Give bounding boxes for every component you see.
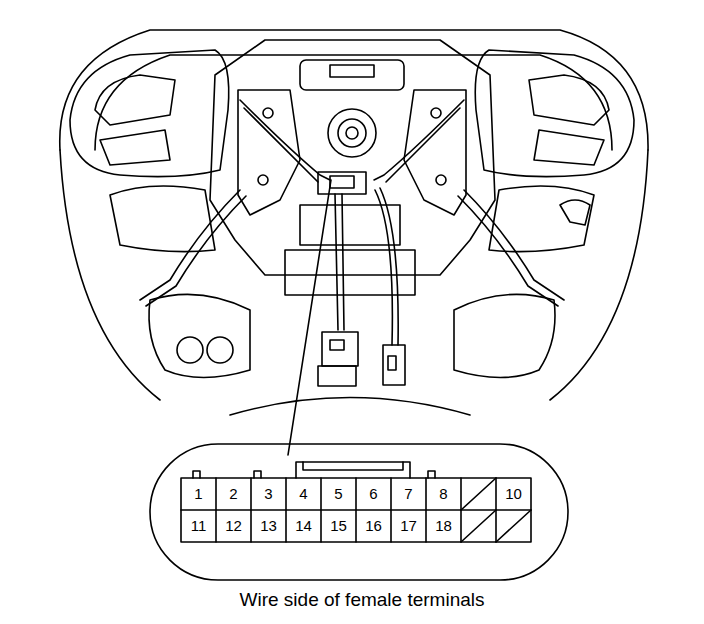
- pin-number: 11: [181, 510, 216, 542]
- pin-number: 12: [216, 510, 251, 542]
- pin-number: 1: [181, 478, 216, 510]
- pin-number: 13: [251, 510, 286, 542]
- pin-number: 5: [321, 478, 356, 510]
- pin-number: 14: [286, 510, 321, 542]
- pin-number: 18: [426, 510, 461, 542]
- pin-number: 7: [391, 478, 426, 510]
- pin-number: 3: [251, 478, 286, 510]
- pin-number: 16: [356, 510, 391, 542]
- pin-number: 17: [391, 510, 426, 542]
- caption: Wire side of female terminals: [240, 589, 485, 611]
- pin-number: 6: [356, 478, 391, 510]
- pin-number: 10: [496, 478, 531, 510]
- pin-number: 2: [216, 478, 251, 510]
- pin-number: 8: [426, 478, 461, 510]
- pin-number: 4: [286, 478, 321, 510]
- pin-number: 15: [321, 510, 356, 542]
